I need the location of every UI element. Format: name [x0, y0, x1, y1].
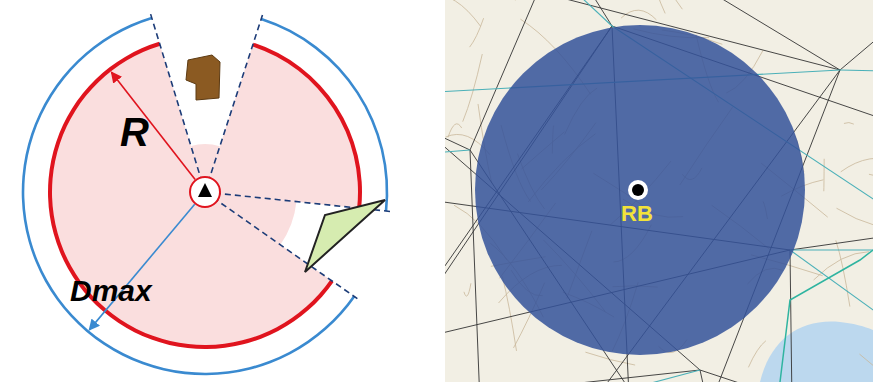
coverage-sector [50, 44, 332, 347]
max-distance-arc [22, 17, 355, 376]
station-label: RB [621, 203, 653, 225]
shadow-boundary [151, 14, 205, 192]
station-ring [190, 177, 220, 207]
station-dot [632, 184, 644, 196]
coverage-diagram [22, 14, 390, 375]
station-symbol [198, 183, 212, 197]
chart-map [17, 0, 873, 382]
building-obstacle [305, 200, 385, 272]
radius-label: R [120, 112, 149, 152]
terrain-obstacle [186, 55, 220, 100]
station-ring [628, 180, 648, 200]
coverage-sector [205, 45, 360, 209]
coverage-circle [475, 25, 805, 355]
range-arc [48, 42, 334, 349]
shadow-boundary [205, 15, 262, 192]
max-distance-line [89, 204, 194, 330]
max-distance-label: Dmax [70, 276, 152, 306]
radius-line [111, 72, 195, 179]
max-distance-arc [261, 18, 388, 211]
range-arc [252, 43, 362, 209]
